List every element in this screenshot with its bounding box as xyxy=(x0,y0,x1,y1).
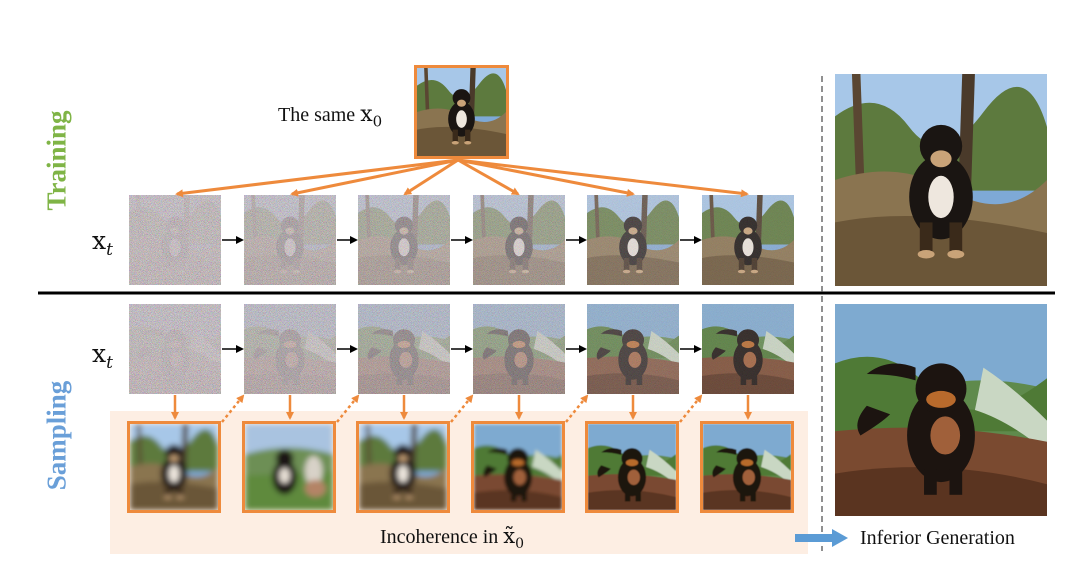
incoherence-caption: Incoherence in x̃0 xyxy=(380,524,524,552)
fan-arrow-5 xyxy=(457,158,635,197)
inferior-generation-caption: Inferior Generation xyxy=(860,527,1015,549)
predicted-x0-image-2 xyxy=(242,421,336,513)
incoherence-prefix: Incoherence in xyxy=(380,526,499,548)
same-x0-caption: The same x0 xyxy=(278,102,382,130)
sampling-noisy-image-2 xyxy=(244,304,336,394)
predicted-x0-image-3 xyxy=(356,421,450,513)
sampling-noisy-image-6 xyxy=(702,304,794,394)
training-noisy-image-6 xyxy=(702,195,794,285)
training-noisy-image-4 xyxy=(473,195,565,285)
sampling-band xyxy=(110,411,808,554)
incoherence-symbol: x̃ xyxy=(503,524,516,548)
training-noisy-image-2 xyxy=(244,195,336,285)
sampling-noisy-image-1 xyxy=(129,304,221,394)
sampling-noisy-image-4 xyxy=(473,304,565,394)
fan-arrow-6 xyxy=(457,158,749,198)
training-noisy-image-1 xyxy=(129,195,221,285)
predicted-x0-image-5 xyxy=(585,421,679,513)
incoherence-subscript: 0 xyxy=(515,536,525,553)
training-noisy-image-3 xyxy=(358,195,450,285)
xt-label-sampling: xt xyxy=(92,339,113,373)
fan-arrow-4 xyxy=(457,158,520,196)
training-result-image xyxy=(835,74,1047,286)
sampling-noisy-image-5 xyxy=(587,304,679,394)
sampling-label: Sampling xyxy=(41,380,72,491)
x0-symbol: x xyxy=(360,102,373,127)
source-image-x0 xyxy=(414,65,509,159)
fan-arrow-1 xyxy=(175,158,459,198)
training-noisy-image-5 xyxy=(587,195,679,285)
fan-arrow-2 xyxy=(290,158,459,197)
sampling-result-image xyxy=(835,304,1047,516)
sampling-noisy-image-3 xyxy=(358,304,450,394)
predicted-x0-image-6 xyxy=(700,421,794,513)
fan-arrow-3 xyxy=(403,158,459,196)
training-label: Training xyxy=(41,110,72,211)
predicted-x0-image-4 xyxy=(471,421,565,513)
same-x0-prefix: The same xyxy=(278,104,356,126)
x0-subscript: 0 xyxy=(372,112,383,131)
xt-label-training: xt xyxy=(92,226,113,260)
predicted-x0-image-1 xyxy=(127,421,221,513)
